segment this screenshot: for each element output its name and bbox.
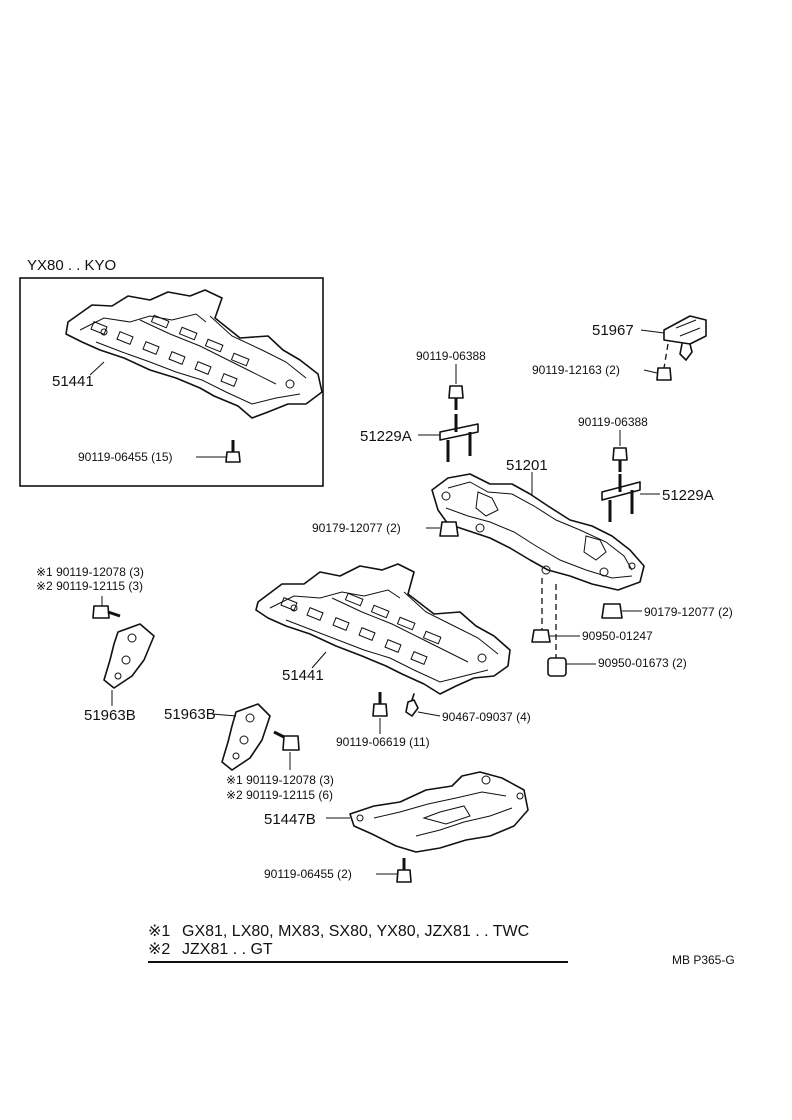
part-51229A-left-studs[interactable] — [439, 414, 479, 462]
inset-title: YX80 . . KYO — [27, 257, 116, 274]
label-90467-09037: 90467-09037 (4) — [442, 710, 531, 724]
label-90950-01247: 90950-01247 — [582, 629, 653, 643]
note2-text: JZX81 . . GT — [182, 941, 273, 958]
label-51201: 51201 — [506, 457, 548, 474]
label-51963B-left: 51963B — [84, 707, 136, 724]
label-90119-06388-a: 90119-06388 — [416, 349, 486, 363]
part-51967-bracket-icon[interactable] — [663, 315, 707, 361]
part-51229A-right-studs[interactable] — [601, 474, 641, 522]
label-51441-inset: 51441 — [52, 373, 94, 390]
part-51201-crossmember[interactable] — [431, 473, 645, 591]
label-90119-06388-b: 90119-06388 — [578, 415, 648, 429]
figure-code: MB P365-G — [672, 953, 735, 967]
bolt-icon[interactable] — [656, 367, 672, 381]
label-51229A-right: 51229A — [662, 487, 714, 504]
label-51963B-mid: 51963B — [164, 706, 216, 723]
bolt-icon[interactable] — [273, 730, 300, 751]
label-mid-bolt-2: ※2 90119-12115 (6) — [226, 788, 333, 802]
bolt-icon[interactable] — [92, 605, 121, 619]
part-51963B-mid-bracket[interactable] — [221, 703, 271, 771]
label-mid-bolt-1: ※1 90119-12078 (3) — [226, 773, 334, 787]
label-90119-06619: 90119-06619 (11) — [336, 735, 430, 749]
label-90179-12077-right: 90179-12077 (2) — [644, 605, 733, 619]
cushion-icon[interactable] — [531, 629, 551, 643]
label-inset-bolt: 90119-06455 (15) — [78, 450, 173, 464]
bolt-icon[interactable] — [396, 858, 412, 883]
label-left-bolt-2: ※2 90119-12115 (3) — [36, 579, 143, 593]
part-51441-under-cover[interactable] — [255, 563, 511, 695]
note2-mark: ※2 — [148, 941, 170, 958]
label-90950-01673: 90950-01673 (2) — [598, 656, 687, 670]
note1-mark: ※1 — [148, 923, 170, 940]
clip-icon[interactable] — [405, 693, 419, 717]
label-90179-12077-left: 90179-12077 (2) — [312, 521, 401, 535]
label-51229A-left: 51229A — [360, 428, 412, 445]
note1-text: GX81, LX80, MX83, SX80, YX80, JZX81 . . … — [182, 923, 529, 940]
label-90119-06455-bottom: 90119-06455 (2) — [264, 867, 352, 881]
nut-icon[interactable] — [439, 521, 459, 537]
inset-frame — [19, 277, 324, 487]
label-left-bolt-1: ※1 90119-12078 (3) — [36, 565, 144, 579]
part-51963B-left-bracket[interactable] — [103, 623, 155, 689]
part-51447B-plate[interactable] — [349, 771, 529, 853]
bolt-icon[interactable] — [448, 385, 464, 410]
cushion-icon[interactable] — [547, 657, 567, 677]
bolt-icon[interactable] — [372, 692, 388, 717]
label-90119-12163: 90119-12163 (2) — [532, 363, 620, 377]
inset-kyo: YX80 . . KYO 5144 — [19, 257, 324, 487]
label-51447B: 51447B — [264, 811, 316, 828]
nut-icon[interactable] — [601, 603, 623, 619]
notes-block: ※1 GX81, LX80, MX83, SX80, YX80, JZX81 .… — [148, 923, 568, 963]
bolt-icon[interactable] — [612, 447, 628, 472]
label-51441-main: 51441 — [282, 667, 324, 684]
inset-under-cover-plate[interactable] — [65, 289, 323, 419]
bolt-icon[interactable] — [225, 440, 241, 463]
label-51967: 51967 — [592, 322, 634, 339]
